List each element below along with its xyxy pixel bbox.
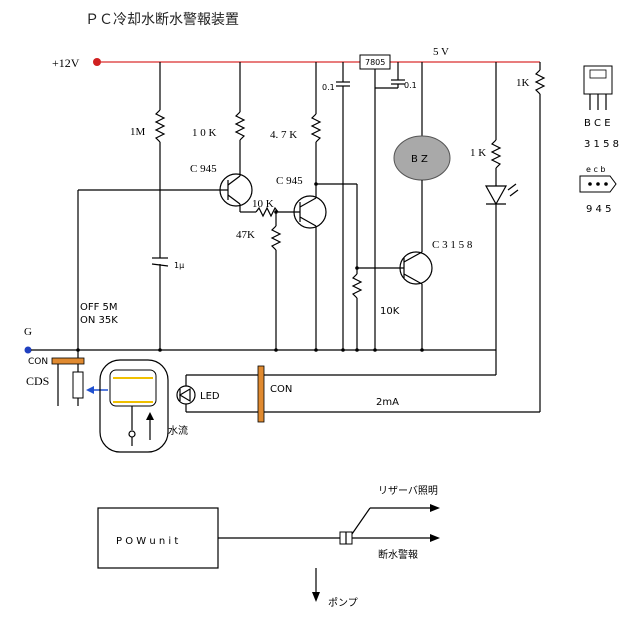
- con-a-label: CON: [28, 357, 48, 367]
- on-label: ON 35K: [80, 315, 118, 326]
- ground-label: G: [24, 326, 32, 338]
- ecb-label: e c b: [586, 165, 605, 174]
- con-b-label: CON: [270, 384, 292, 395]
- resistor-10k-a: [234, 111, 246, 141]
- light-arrow-icon: [86, 386, 94, 394]
- alarm-label: 断水警報: [378, 548, 418, 561]
- regulator-label: 7805: [365, 58, 385, 67]
- diagram-title: ＰＣ冷却水断水警報装置: [85, 12, 239, 28]
- supply-terminal: [93, 58, 101, 66]
- r1k-b-label: 1K: [516, 77, 530, 89]
- flow-label: 水流: [168, 424, 188, 437]
- transistor-c3158: [399, 251, 433, 285]
- r1m-label: 1M: [130, 126, 146, 138]
- r1k-a-label: 1 K: [470, 147, 486, 159]
- bce-label: B C E: [584, 118, 611, 129]
- r47k-top-label: 4. 7 K: [270, 129, 297, 141]
- flow-chamber: [99, 359, 169, 453]
- pump-label: ポンプ: [328, 597, 358, 609]
- resistor-4-7k: [310, 113, 322, 143]
- c3158-label: C 3 1 5 8: [432, 239, 473, 251]
- resistor-1m: [154, 109, 166, 143]
- pow-label: P O W u n i t: [116, 536, 178, 547]
- c2-label: 0.1: [404, 81, 417, 90]
- supply-label: +12V: [52, 56, 80, 70]
- num3158-label: 3 1 5 8: [584, 139, 619, 150]
- r47k-label: 47K: [236, 229, 255, 241]
- c1-label: 0.1: [322, 83, 335, 92]
- connector-led: [257, 365, 265, 423]
- resistor-47k: [270, 225, 282, 251]
- led-label: LED: [200, 391, 220, 402]
- float-cup: [109, 369, 157, 407]
- r10k-a-label: 1 0 K: [192, 127, 217, 139]
- transistor-c945-a: [219, 173, 253, 207]
- transistor-c945-b: [293, 195, 327, 229]
- c945-b-label: C 945: [276, 175, 303, 187]
- c945-a-label: C 945: [190, 163, 217, 175]
- led-indicator: [484, 185, 508, 206]
- r10k-b-label: 10 K: [252, 198, 274, 210]
- resistor-1k-b: [534, 69, 546, 95]
- bz-label: B Z: [411, 154, 428, 165]
- cds-sensor: [72, 371, 84, 399]
- resistor-10k-b: [255, 206, 279, 218]
- backlight-label: リザーバ照明: [378, 485, 438, 497]
- ground-terminal: [24, 346, 32, 354]
- off-label: OFF 5M: [80, 302, 118, 313]
- pow-unit: [97, 507, 219, 569]
- resistor-10k-c: [351, 273, 363, 299]
- current-label: 2mA: [376, 397, 399, 408]
- flow-arrow-icon: [146, 412, 154, 420]
- backlight-arrow-icon: [430, 504, 440, 512]
- connector-cds: [51, 357, 85, 365]
- resistor-1k-a: [490, 139, 502, 169]
- cap1u-label: 1μ: [174, 261, 184, 270]
- cds-label: CDS: [26, 374, 49, 388]
- r10k-c-label: 10K: [380, 306, 400, 317]
- pump-arrow-icon: [312, 592, 320, 602]
- num945-label: 9 4 5: [586, 204, 611, 215]
- v5-label: 5 V: [433, 46, 449, 58]
- alarm-arrow-icon: [430, 534, 440, 542]
